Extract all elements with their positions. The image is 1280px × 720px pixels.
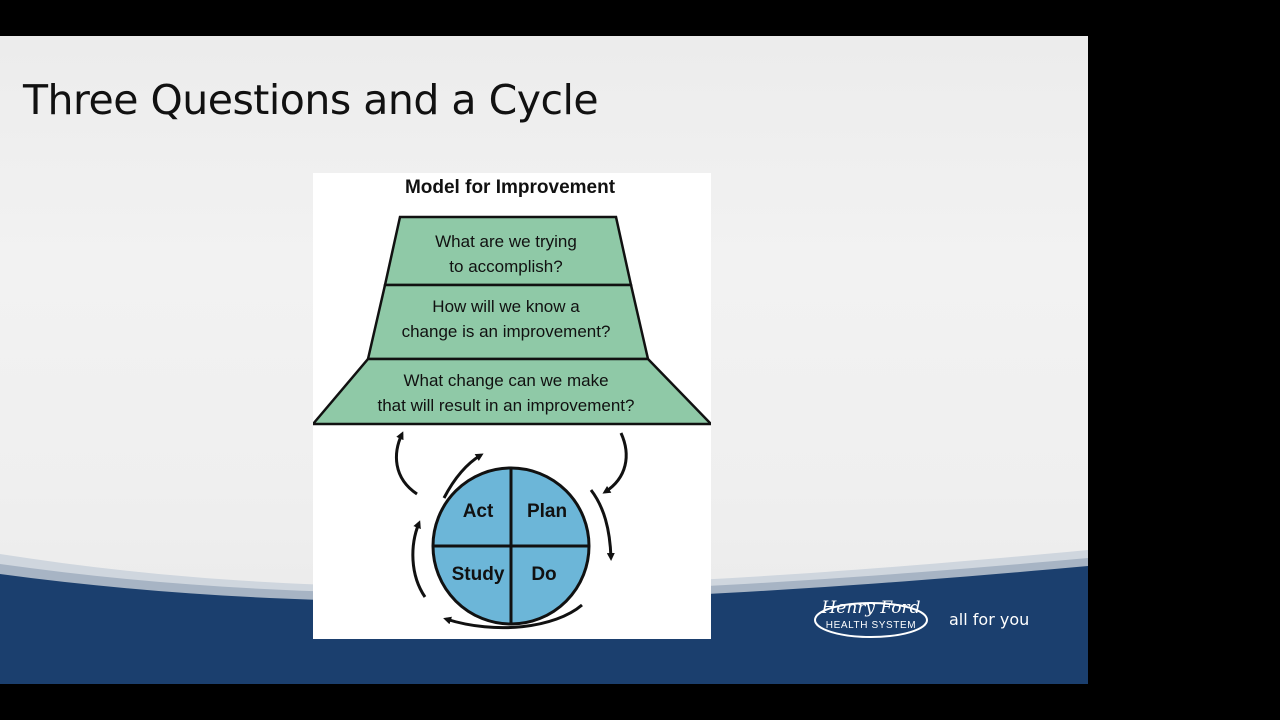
svg-text:Henry Ford: Henry Ford — [820, 598, 920, 618]
slide-title: Three Questions and a Cycle — [23, 76, 599, 124]
question-tier-3 — [313, 357, 711, 426]
right-forward-arrow — [602, 432, 628, 494]
cycle-act: Act — [463, 501, 494, 522]
slide: Three Questions and a Cycle Model for Im… — [0, 36, 1088, 684]
left-return-arrow — [395, 431, 418, 496]
diagram-heading: Model for Improvement — [405, 177, 616, 198]
cycle-arrow-left — [411, 520, 427, 598]
question-1-line-2: to accomplish? — [449, 257, 562, 276]
question-2-line-1: How will we know a — [432, 297, 580, 316]
cycle-do: Do — [531, 564, 556, 585]
question-1-line-1: What are we trying — [435, 232, 577, 251]
question-3-line-1: What change can we make — [403, 371, 608, 390]
cycle-study: Study — [452, 564, 505, 585]
question-3-line-2: that will result in an improvement? — [377, 396, 634, 415]
tagline: all for you — [949, 610, 1030, 629]
cycle-plan: Plan — [527, 501, 567, 522]
question-2-line-2: change is an improvement? — [402, 322, 611, 341]
cycle-arrow-bottom — [443, 603, 583, 630]
svg-text:HEALTH SYSTEM: HEALTH SYSTEM — [826, 620, 916, 631]
footer-swoosh — [0, 550, 1088, 684]
cycle-arrow-right — [589, 489, 615, 561]
henry-ford-logo: Henry Ford HEALTH SYSTEM — [814, 598, 928, 638]
cycle-arrow-top — [442, 453, 484, 499]
model-for-improvement-diagram: Model for Improvement What are we trying… — [313, 173, 711, 639]
